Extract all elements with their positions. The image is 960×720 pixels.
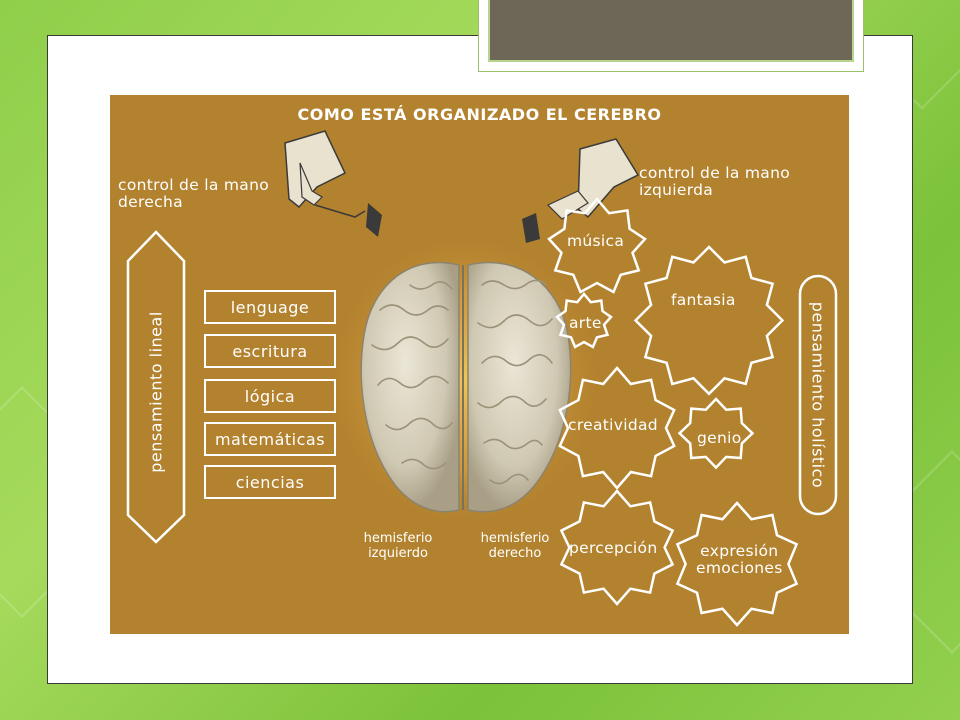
right-hemisphere-label: hemisferio derecho [475,531,555,561]
brain-diagram: COMO ESTÁ ORGANIZADO EL CEREBRO [110,95,849,634]
label-line: expresión [700,542,779,560]
star-label-percepcion: percepción [569,539,658,557]
star-label-musica: música [567,232,625,250]
star-label-creatividad: creatividad [568,416,658,434]
skill-box-logica: lógica [204,379,336,413]
left-hand-label: control de la mano izquierda [639,165,790,199]
linear-thinking-label: pensamiento lineal [146,311,166,473]
label-line: control de la mano [118,176,269,194]
diagram-title: COMO ESTÁ ORGANIZADO EL CEREBRO [297,105,662,124]
star-fantasia [633,245,785,396]
star-creatividad [558,366,676,490]
star-musica [547,197,647,294]
right-hand-label: control de la mano derecha [118,177,269,211]
star-genio [677,397,755,470]
label-line: derecho [488,546,542,561]
label-line: control de la mano [639,164,790,182]
slide-title-tab [478,0,864,72]
label-line: hemisferio [363,531,433,546]
skill-box-matematicas: matemáticas [204,422,336,456]
skill-box-ciencias: ciencias [204,465,336,499]
label-line: emociones [696,559,783,577]
star-label-genio: genio [697,429,742,447]
skill-box-lenguage: lenguage [204,290,336,324]
star-label-fantasia: fantasia [671,291,736,309]
label-line: hemisferio [480,531,550,546]
star-label-arte: arte [569,314,602,332]
label-line: derecha [118,193,183,211]
star-percepcion [559,489,675,606]
slide-title-placeholder[interactable] [488,0,854,62]
linear-thinking-arrow [126,230,186,544]
right-hand-icon [284,130,382,237]
holistic-thinking-label: pensamiento holístico [808,301,828,489]
brain-icon [360,261,572,513]
label-line: izquierdo [368,546,428,561]
skill-box-escritura: escritura [204,334,336,368]
left-hemisphere-label: hemisferio izquierdo [358,531,438,561]
holistic-thinking-oval [798,274,838,516]
star-arte [555,292,613,349]
label-line: izquierda [639,181,714,199]
diagram-graphics [126,130,838,627]
left-hand-icon [522,138,640,243]
star-label-expresion: expresión emociones [696,543,783,577]
star-expresion-emociones [675,501,799,627]
